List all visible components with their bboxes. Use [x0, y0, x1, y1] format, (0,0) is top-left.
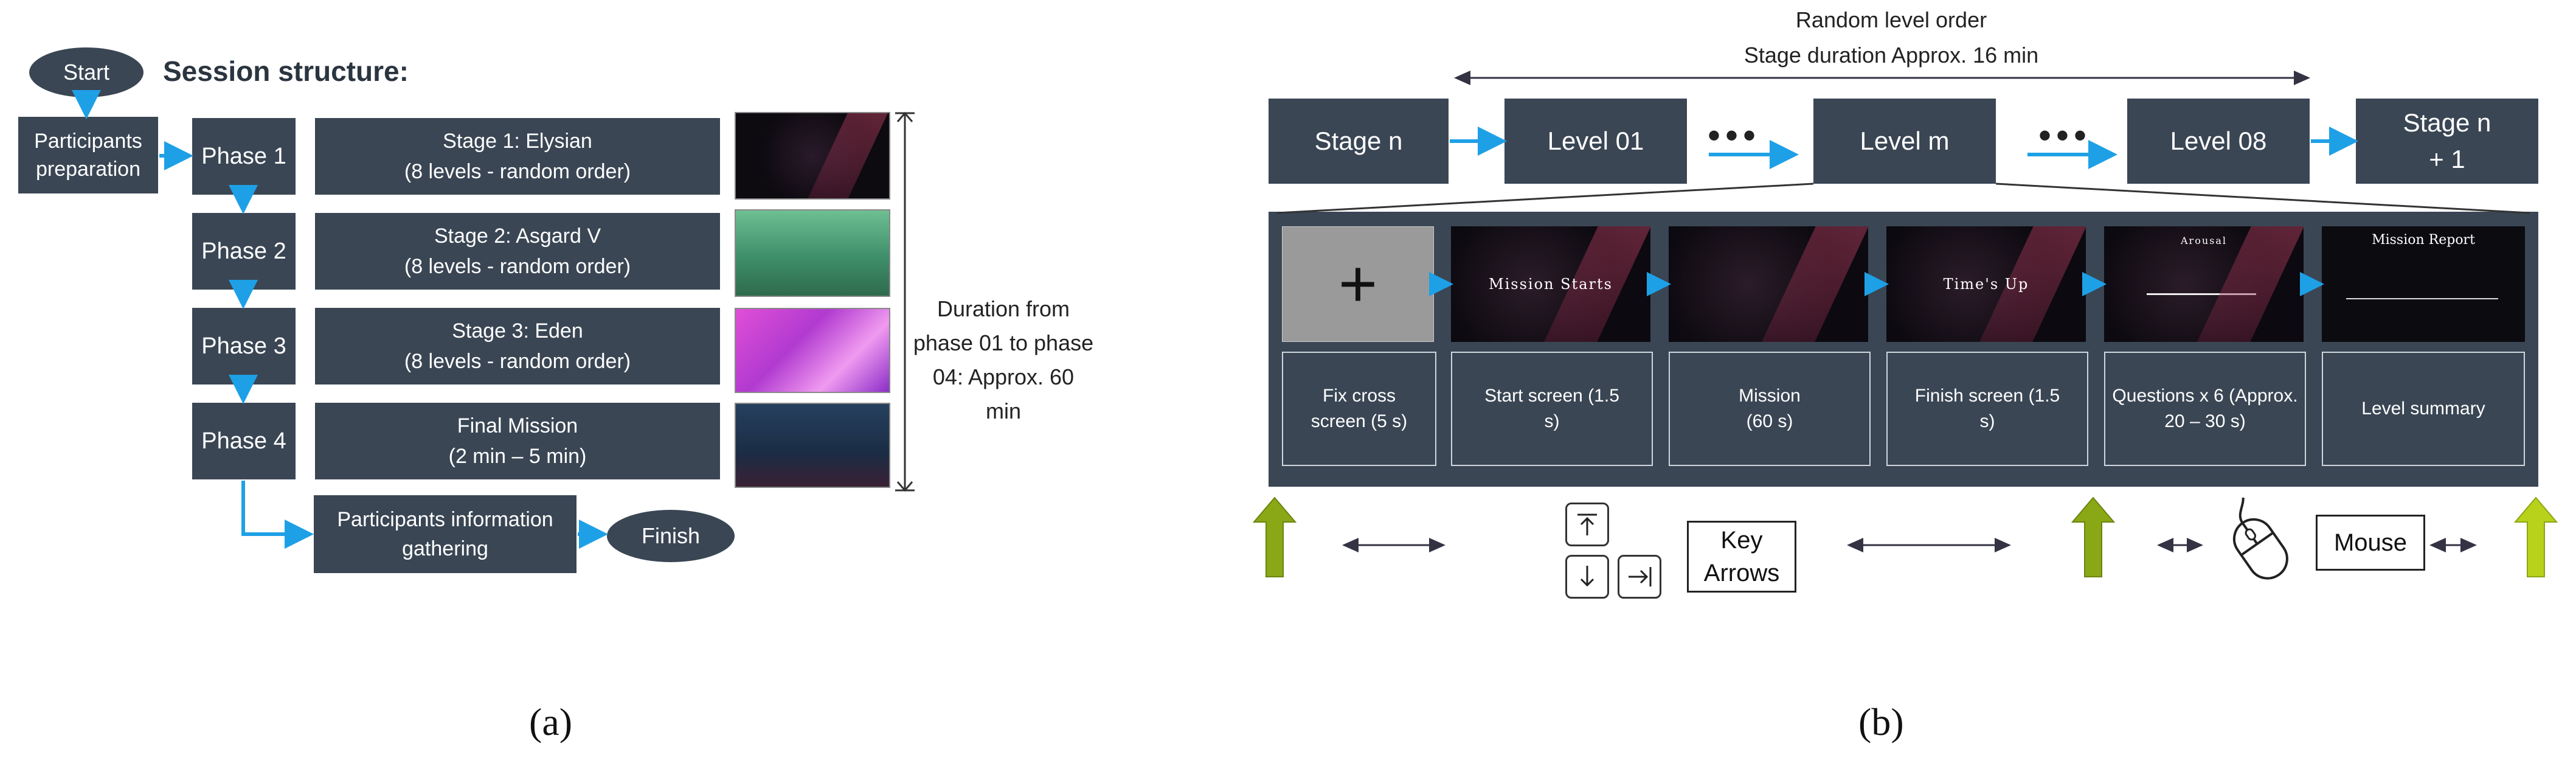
duration-note: Duration from phase 01 to phase 04: Appr…	[913, 296, 1094, 423]
final-mission-title: Final Mission	[457, 414, 578, 437]
stage-1-box: Stage 1: Elysian (8 levels - random orde…	[315, 118, 720, 195]
phase-1-box: Phase 1	[192, 118, 296, 195]
start-screen-label: Start screen (1.5 s)	[1451, 352, 1653, 466]
stage-2-box: Stage 2: Asgard V (8 levels - random ord…	[315, 213, 720, 290]
key-up	[1565, 503, 1609, 546]
questions-screen-text: Arousal	[2180, 235, 2227, 246]
key-down	[1565, 555, 1609, 599]
stage-2-title: Stage 2: Asgard V	[434, 224, 601, 248]
stage-3-screenshot	[735, 308, 890, 393]
mouse-label: Mouse	[2316, 515, 2425, 571]
stage-1-screenshot	[735, 112, 890, 200]
stage-n-box: Stage n	[1269, 99, 1449, 184]
questions-scale	[2147, 293, 2256, 295]
start-screen-text: Mission Starts	[1489, 276, 1613, 293]
questions-screenshot: Arousal	[2104, 226, 2304, 342]
finish-node: Finish	[607, 510, 735, 562]
report-divider	[2346, 298, 2498, 299]
participants-preparation-box: Participants preparation	[18, 117, 158, 193]
finish-screen-label: Finish screen (1.5 s)	[1886, 352, 2088, 466]
phase-2-box: Phase 2	[192, 213, 296, 290]
level-01-box: Level 01	[1504, 99, 1687, 184]
level-m-box: Level m	[1813, 99, 1996, 184]
green-arrow-2	[2071, 496, 2116, 577]
session-title: Session structure:	[163, 55, 409, 87]
stage-2-detail: (8 levels - random order)	[404, 255, 631, 278]
start-node: Start	[29, 47, 144, 97]
stage-n1-box: Stage n + 1	[2356, 99, 2538, 184]
level-08-box: Level 08	[2127, 99, 2310, 184]
key-arrows-label: Key Arrows	[1687, 521, 1796, 593]
fix-cross-screenshot: +	[1282, 226, 1434, 342]
arrow-up-icon	[1577, 513, 1597, 535]
green-arrow-1	[1252, 496, 1297, 577]
fix-cross-symbol: +	[1338, 246, 1378, 321]
finish-screen-screenshot: Time's Up	[1886, 226, 2086, 342]
stage-3-detail: (8 levels - random order)	[404, 350, 631, 373]
arrow-down-icon	[1580, 566, 1594, 587]
stage-3-box: Stage 3: Eden (8 levels - random order)	[315, 308, 720, 384]
zoom-lines	[1276, 183, 2530, 214]
mission-report-text: Mission Report	[2372, 232, 2475, 248]
key-right	[1618, 555, 1661, 599]
mission-screenshot	[1669, 226, 1868, 342]
start-screen-screenshot: Mission Starts	[1451, 226, 1650, 342]
phase-3-box: Phase 3	[192, 308, 296, 384]
green-arrow-3	[2513, 496, 2558, 577]
level-summary-screenshot: Mission Report	[2322, 226, 2525, 342]
stage-3-title: Stage 3: Eden	[452, 319, 583, 343]
fix-cross-label: Fix cross screen (5 s)	[1282, 352, 1436, 466]
caption-a: (a)	[529, 700, 573, 743]
final-mission-screenshot	[735, 403, 890, 488]
caption-b: (b)	[1858, 700, 1904, 743]
ellipsis-1: •••	[1708, 115, 1761, 156]
final-mission-box: Final Mission (2 min – 5 min)	[315, 403, 720, 479]
mission-label: Mission (60 s)	[1669, 352, 1871, 466]
stage-2-screenshot	[735, 209, 890, 297]
info-gathering-box: Participants information gathering	[314, 495, 576, 573]
level-summary-label: Level summary	[2322, 352, 2525, 466]
finish-screen-text: Time's Up	[1943, 276, 2029, 293]
stage-1-title: Stage 1: Elysian	[443, 130, 592, 153]
stage-duration-label: Stage duration Approx. 16 min	[1743, 43, 2039, 68]
phase-4-box: Phase 4	[192, 403, 296, 479]
questions-label: Questions x 6 (Approx. 20 – 30 s)	[2104, 352, 2306, 466]
random-order-label: Random level order	[1795, 7, 1987, 32]
arrow-right-icon	[1629, 567, 1652, 586]
stage-1-detail: (8 levels - random order)	[404, 160, 631, 183]
mouse-icon	[2232, 498, 2288, 580]
final-mission-detail: (2 min – 5 min)	[448, 445, 587, 468]
ellipsis-2: •••	[2038, 115, 2092, 156]
